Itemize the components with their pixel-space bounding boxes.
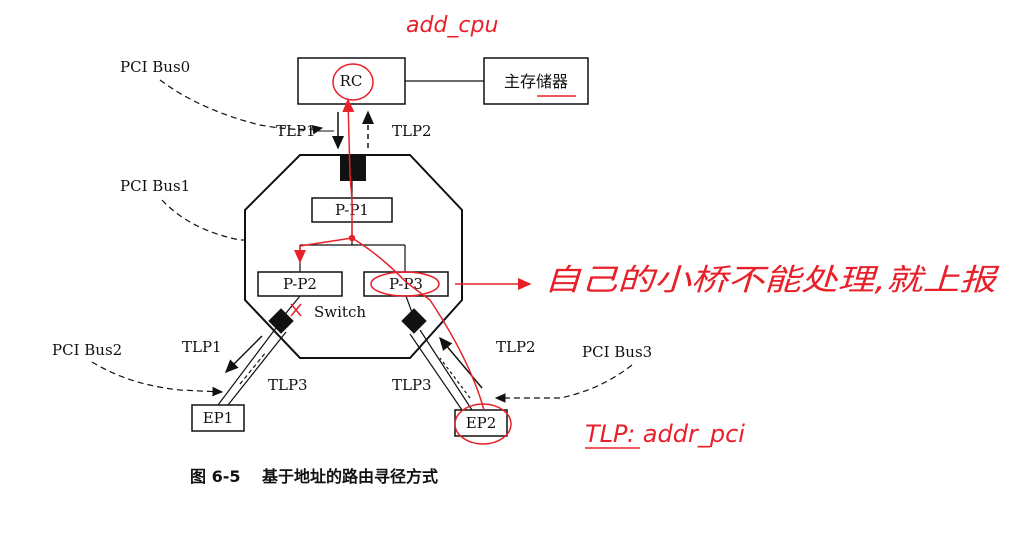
rc-label: RC (340, 72, 363, 90)
red-x-mark (290, 303, 302, 317)
bus2-leader (91, 361, 224, 397)
tlp3-left-label: TLP3 (268, 376, 308, 394)
figure-number: 图 6-5 (190, 467, 240, 486)
ep2-label: EP2 (466, 414, 497, 432)
memory-label: 主存储器 (504, 72, 568, 91)
red-annotations (290, 63, 640, 449)
red-circle-rc (332, 63, 374, 101)
ep1-label: EP1 (203, 409, 234, 427)
red-junction-dot (348, 234, 356, 242)
bridge-p3: P-P3 (363, 271, 449, 297)
downstream-port-left (268, 308, 294, 334)
main-memory-node: 主存储器 (405, 57, 589, 105)
bus1-label: PCI Bus1 (120, 177, 190, 195)
red-circle-ep2 (454, 403, 512, 445)
tlp2-top-label: TLP2 (392, 122, 432, 140)
tlp3-right-label: TLP3 (392, 376, 432, 394)
upstream-port (340, 155, 366, 181)
red-circle-p3 (370, 271, 440, 297)
bridge-p2: P-P2 (257, 271, 343, 297)
bus0-leader (159, 79, 324, 135)
bus3-leader (494, 364, 633, 403)
rc-node: RC (297, 57, 406, 105)
annotation-tlp-addr: TLP: addr_pci (585, 420, 745, 448)
red-route-path (342, 98, 485, 411)
tlp1-top-label: TLP1 (276, 122, 316, 140)
switch-label: Switch (314, 303, 366, 321)
p2-label: P-P2 (283, 275, 317, 293)
endpoint-ep1: EP1 (191, 404, 245, 432)
bus3-label: PCI Bus3 (582, 343, 652, 361)
downstream-port-right (401, 308, 427, 334)
tlp1-left-label: TLP1 (182, 338, 222, 356)
bus0-label: PCI Bus0 (120, 58, 190, 76)
tlp2-right-label: TLP2 (496, 338, 536, 356)
bus2-label: PCI Bus2 (52, 341, 122, 359)
endpoint-ep2: EP2 (454, 409, 508, 437)
red-branch-p2 (294, 237, 353, 264)
figure-caption: 基于地址的路由寻径方式 (261, 467, 438, 486)
annotation-addr-cpu: add_cpu (406, 13, 498, 38)
annotation-note: 自己的小桥不能处理,就上报 (544, 263, 1000, 298)
